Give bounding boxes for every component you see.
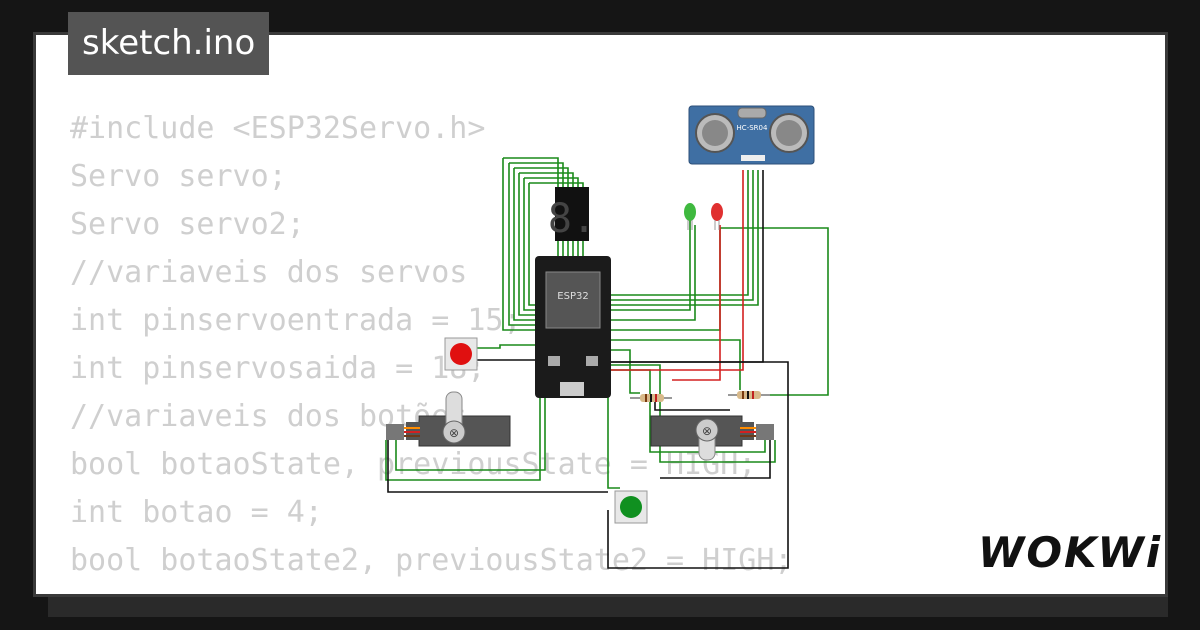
code-line: bool botaoState2, previousState2 = HIGH; [70,543,793,578]
svg-text:⊗: ⊗ [449,426,459,440]
code-line: Servo servo; [70,159,287,194]
ultrasonic-sensor[interactable]: HC-SR04 [688,105,815,165]
code-editor: #include <ESP32Servo.h> Servo servo; Servo… [70,105,793,594]
code-line: int botao = 4; [70,495,323,530]
ultrasonic-label: HC-SR04 [737,124,768,132]
frame-shadow [48,597,1168,617]
led-red[interactable] [711,203,723,230]
file-tab[interactable]: sketch.ino [68,12,270,75]
code-line: int pinservoentrada = 15; [70,303,522,338]
esp32-label: ESP32 [557,291,588,302]
code-line: #include <ESP32Servo.h> [70,111,486,146]
led-green[interactable] [684,203,696,230]
svg-text:⊗: ⊗ [702,424,712,438]
resistor-2[interactable] [728,391,770,399]
servo-right[interactable]: ⊗ [650,415,774,461]
code-line: bool botaoState, previousState = HIGH; [70,447,757,482]
pushbutton-red[interactable] [444,337,478,371]
code-line: int botao2 = 5; [70,585,792,594]
resistor-1[interactable] [630,394,672,402]
pushbutton-green[interactable] [614,490,648,524]
code-line: //variaveis dos servos [70,255,468,290]
servo-left[interactable]: ⊗ [386,391,511,447]
seven-segment-display[interactable]: 8. [548,187,596,242]
wokwi-logo: WOKWi [978,528,1163,577]
display-digit: 8. [548,196,596,242]
code-line: Servo servo2; [70,207,305,242]
wires-red [608,170,744,381]
esp32-board[interactable]: ESP32 [535,256,611,398]
code-line: int pinservosaida = 18; [70,351,486,386]
